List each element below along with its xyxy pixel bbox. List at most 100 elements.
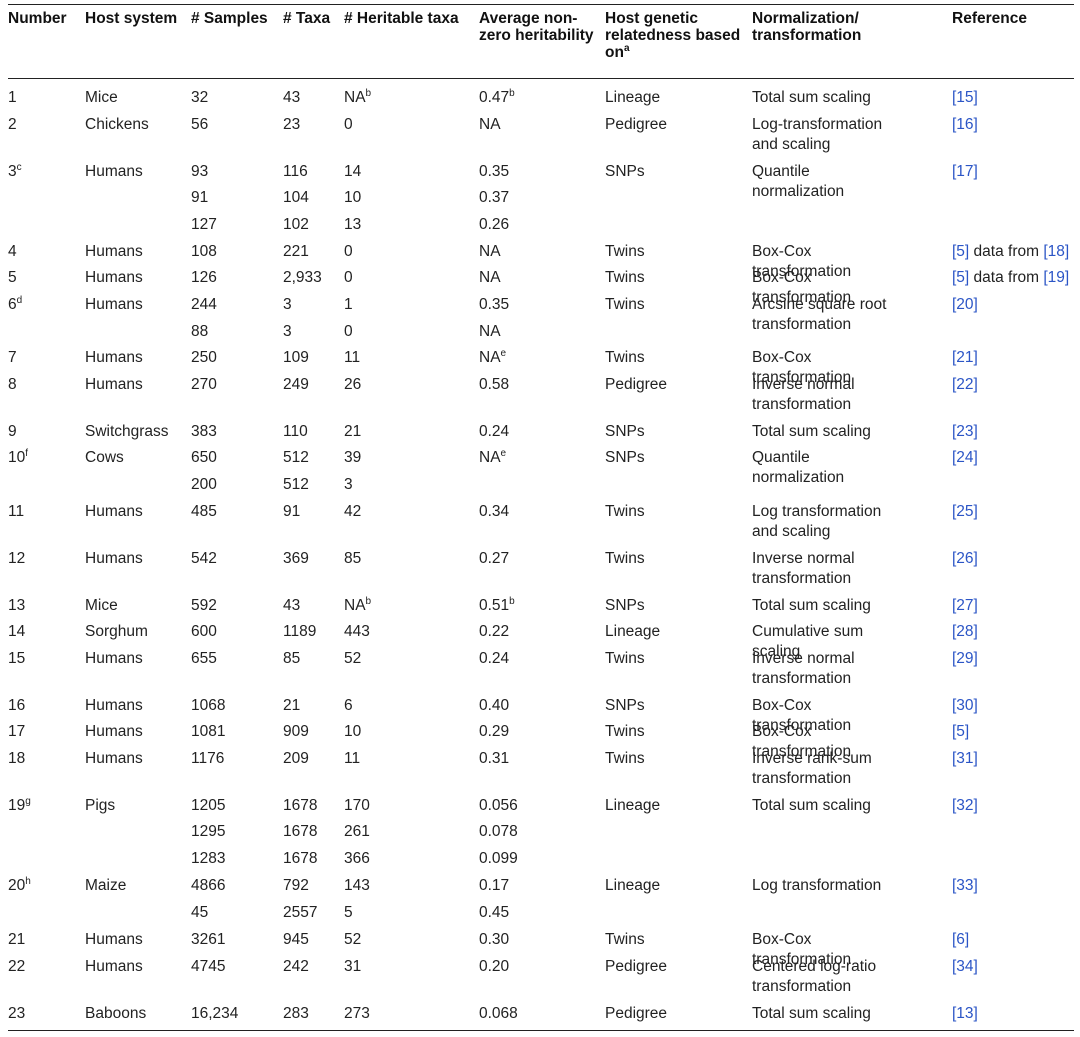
reference-link[interactable]: [23]	[952, 423, 978, 440]
cell-heritable: 143	[344, 876, 370, 896]
cell-avg: 0.40	[479, 696, 509, 716]
cell-taxa: 43	[283, 88, 300, 108]
cell-value: Box-Cox transformation	[752, 697, 852, 734]
cell-value: Humans	[85, 163, 143, 180]
footnote-marker: b	[509, 87, 515, 99]
cell-value: SNPs	[605, 697, 645, 714]
reference-link[interactable]: [33]	[952, 877, 978, 894]
reference-link[interactable]: [22]	[952, 376, 978, 393]
cell-value: 0	[344, 243, 353, 260]
cell-value: Box-Cox transformation	[752, 243, 852, 280]
cell-value: Total sum scaling	[752, 797, 871, 814]
cell-ref: [27]	[952, 596, 978, 616]
reference-link[interactable]: [26]	[952, 550, 978, 567]
reference-link[interactable]: [13]	[952, 1005, 978, 1022]
reference-link[interactable]: [19]	[1043, 269, 1070, 286]
reference-link[interactable]: [25]	[952, 503, 978, 520]
cell-heritable: 26	[344, 375, 361, 395]
cell-value: 909	[283, 723, 309, 740]
cell-value: 250	[191, 349, 217, 366]
cell-value: 792	[283, 877, 309, 894]
cell-ref: [5]	[952, 722, 969, 742]
reference-link[interactable]: [5]	[952, 243, 970, 260]
cell-taxa: 91	[283, 502, 300, 522]
cell-value: Inverse normal transformation	[752, 550, 855, 587]
cell-norm: Centered log-ratio transformation	[752, 957, 902, 997]
cell-number: 8	[8, 375, 17, 395]
reference-link[interactable]: [34]	[952, 958, 978, 975]
footnote-marker: b	[509, 595, 515, 607]
reference-link[interactable]: [6]	[952, 931, 970, 948]
cell-value: Arcsine square root transformation	[752, 296, 887, 333]
cell-value: 5	[8, 269, 17, 286]
reference-note: data from	[969, 243, 1044, 260]
cell-value: 261	[344, 823, 370, 840]
cell-avg: 0.27	[479, 549, 509, 569]
cell-value: 0.29	[479, 723, 510, 740]
cell-heritable: 52	[344, 930, 361, 950]
reference-link[interactable]: [28]	[952, 623, 978, 640]
cell-host: Humans	[85, 295, 143, 315]
cell-host: Cows	[85, 448, 124, 468]
reference-link[interactable]: [29]	[952, 650, 978, 667]
reference-link[interactable]: [18]	[1043, 243, 1070, 260]
cell-relatedness: SNPs	[605, 696, 645, 716]
reference-link[interactable]: [30]	[952, 697, 978, 714]
cell-number: 11	[8, 502, 24, 522]
cell-norm: Box-Cox transformation	[752, 242, 902, 282]
cell-relatedness: SNPs	[605, 162, 645, 182]
cell-value: 10	[344, 723, 362, 740]
reference-link[interactable]: [16]	[952, 116, 978, 133]
cell-value: Box-Cox transformation	[752, 349, 852, 386]
reference-link[interactable]: [24]	[952, 449, 978, 466]
cell-taxa: 23	[283, 115, 300, 135]
reference-link[interactable]: [15]	[952, 89, 978, 106]
cell-value: Quantile normalization	[752, 163, 845, 200]
cell-value: 209	[283, 750, 309, 767]
cell-host: Humans	[85, 242, 143, 262]
cell-value: 10	[344, 189, 362, 206]
cell-value: Switchgrass	[85, 423, 169, 440]
cell-value: 85	[344, 550, 362, 567]
column-header-label: # Samples	[191, 10, 268, 27]
reference-link[interactable]: [32]	[952, 797, 978, 814]
cell-host: Chickens	[85, 115, 149, 135]
cell-avg: NA	[479, 242, 501, 262]
cell-host: Humans	[85, 930, 143, 950]
reference-link[interactable]: [5]	[952, 723, 970, 740]
reference-link[interactable]: [17]	[952, 163, 978, 180]
cell-value: 0.20	[479, 958, 510, 975]
cell-value: Lineage	[605, 89, 661, 106]
column-header-label: Normalization/ transformation	[752, 10, 862, 44]
cell-host: Pigs	[85, 796, 115, 816]
cell-value: Humans	[85, 269, 143, 286]
reference-link[interactable]: [20]	[952, 296, 978, 313]
cell-ref: [23]	[952, 422, 978, 442]
cell-heritable: NAb	[344, 596, 371, 616]
cell-value: Pedigree	[605, 958, 668, 975]
cell-value: 650	[191, 449, 217, 466]
cell-ref: [34]	[952, 957, 978, 977]
cell-value: 4866	[191, 877, 226, 894]
cell-heritable: 3	[344, 475, 353, 495]
cell-value: SNPs	[605, 449, 645, 466]
cell-value: 4745	[191, 958, 226, 975]
cell-taxa: 109	[283, 348, 309, 368]
cell-heritable: 1	[344, 295, 353, 315]
reference-link[interactable]: [21]	[952, 349, 978, 366]
cell-relatedness: Twins	[605, 930, 645, 950]
cell-number: 1	[8, 88, 17, 108]
cell-norm: Box-Cox transformation	[752, 696, 902, 736]
cell-value: Cumulative sum scaling	[752, 623, 864, 660]
cell-taxa: 2557	[283, 903, 317, 923]
cell-value: 3261	[191, 931, 226, 948]
reference-link[interactable]: [27]	[952, 597, 978, 614]
footnote-marker: b	[365, 87, 372, 99]
reference-link[interactable]: [5]	[952, 269, 970, 286]
cell-avg: 0.45	[479, 903, 509, 923]
cell-heritable: 170	[344, 796, 370, 816]
cell-value: Log transformation	[752, 877, 882, 894]
reference-link[interactable]: [31]	[952, 750, 978, 767]
cell-value: Pedigree	[605, 376, 668, 393]
cell-value: 104	[283, 189, 309, 206]
